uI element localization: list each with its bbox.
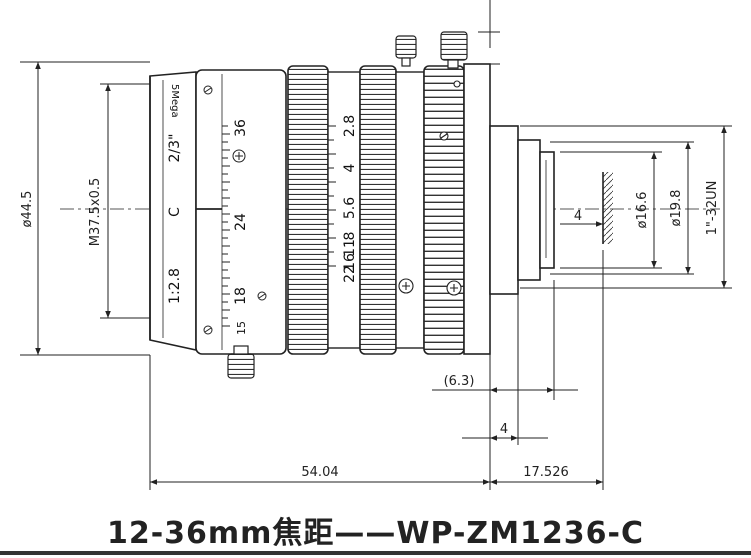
dim-mount-d2: ø19.8 [669, 190, 684, 227]
focal-label-18: 18 [233, 287, 249, 305]
aperture-label-2.8: 2.8 [342, 115, 358, 137]
page-title: 12-36mm焦距——WP-ZM1236-C [106, 516, 645, 551]
focus-ring-knurl[interactable] [359, 65, 397, 355]
rear-housing [463, 63, 491, 355]
aperture-label-11: 11 [342, 239, 358, 257]
dim-filter-thread: M37.5x0.5 [88, 178, 103, 247]
cross-screw-icon [398, 80, 462, 296]
dim-body-length: 54.04 [301, 465, 338, 480]
aperture-label-16: 16 [342, 253, 358, 271]
dim-outer-diameter: ø44.5 [20, 191, 35, 228]
marking-sensor-format: 2/3" [167, 134, 183, 163]
aperture-label-22: 22 [342, 265, 358, 283]
sensor-plane [602, 172, 613, 244]
focal-label-15: 15 [235, 321, 248, 335]
marking-megapixel: 5Mega [169, 84, 180, 118]
dim-mount-d1: ø16.6 [635, 192, 650, 229]
lock-screw-bottom[interactable] [227, 345, 255, 379]
focal-scale-ticks [196, 125, 230, 327]
zoom-ring-knurl[interactable] [287, 65, 329, 355]
aperture-label-5.6: 5.6 [342, 197, 358, 219]
marking-close: C [167, 207, 183, 217]
aperture-label-4: 4 [342, 163, 358, 172]
dim-mount-depth: 4 [500, 422, 508, 437]
aperture-label-8: 8 [342, 232, 358, 241]
dim-flange-focal: 17.526 [523, 465, 569, 480]
dimension-lines [20, 0, 732, 490]
iris-ring-knurl[interactable] [423, 65, 465, 355]
dim-back-offset: (6.3) [444, 374, 475, 389]
screw-icon [203, 85, 267, 335]
aperture-scale-ticks [328, 125, 336, 267]
focal-label-36: 36 [233, 119, 249, 137]
dim-mount-thread: 1"-32UN [705, 181, 720, 236]
focal-label-24: 24 [233, 213, 249, 231]
lock-screw-top[interactable] [395, 31, 468, 69]
front-barrel [149, 69, 287, 355]
bottom-divider [0, 551, 751, 555]
c-mount [489, 125, 555, 295]
marking-max-aperture: 1:2.8 [167, 268, 183, 304]
dim-flange-gap: 4 [574, 209, 582, 224]
iris-body [395, 71, 425, 349]
